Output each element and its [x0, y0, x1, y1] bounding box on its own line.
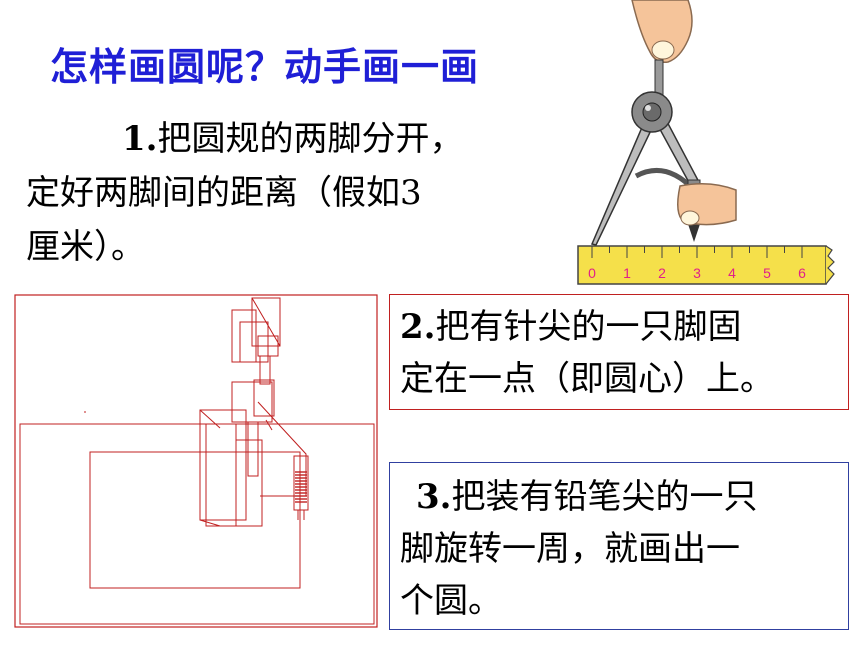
step-3-box: 3.把装有铅笔尖的一只 脚旋转一周，就画出一 个圆。	[389, 462, 849, 630]
ruler-tick-5: 5	[763, 265, 771, 281]
step-1-text: 1.把圆规的两脚分开， 定好两脚间的距离（假如3 厘米）。	[26, 112, 546, 274]
step-3-line-2: 脚旋转一周，就画出一	[400, 529, 740, 569]
step-3-number: 3.	[416, 477, 452, 517]
ruler-tick-0: 0	[588, 265, 596, 281]
lower-hand-icon	[677, 183, 737, 226]
compass-sketch-diagram	[14, 294, 378, 628]
step-3-line-1: 把装有铅笔尖的一只	[451, 477, 758, 517]
compass-illustration: 0 1 2 3 4 5 6	[577, 0, 835, 285]
top-hand-icon	[631, 0, 693, 64]
ruler-icon: 0 1 2 3 4 5 6	[577, 245, 835, 285]
step-2-line-1: 把有针尖的一只脚固	[435, 307, 742, 347]
page-title: 怎样画圆呢？动手画一画	[50, 45, 480, 89]
ruler-tick-2: 2	[658, 265, 666, 281]
step-2-line-2: 定在一点（即圆心）上。	[400, 359, 774, 399]
step-1-line-2: 定好两脚间的距离（假如3	[26, 173, 422, 213]
ruler-tick-6: 6	[798, 265, 806, 281]
step-1-line-3: 厘米）。	[26, 227, 145, 267]
step-1-line-1: 把圆规的两脚分开，	[157, 119, 464, 159]
step-1-number: 1.	[122, 119, 158, 159]
step-2-box: 2.把有针尖的一只脚固 定在一点（即圆心）上。	[389, 294, 849, 410]
ruler-tick-4: 4	[728, 265, 736, 281]
ruler-tick-3: 3	[693, 265, 701, 281]
step-2-number: 2.	[400, 307, 436, 347]
ruler-tick-1: 1	[623, 265, 631, 281]
step-3-line-3: 个圆。	[400, 581, 502, 621]
compass-legs	[590, 114, 702, 246]
